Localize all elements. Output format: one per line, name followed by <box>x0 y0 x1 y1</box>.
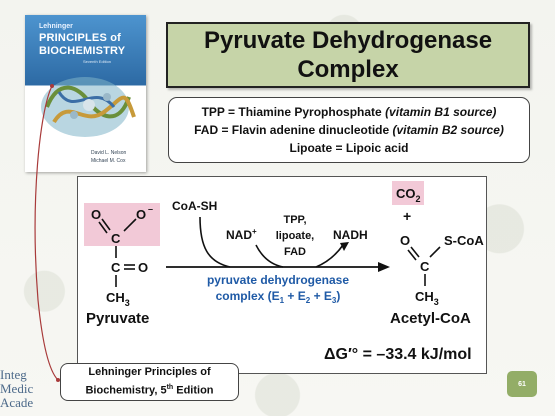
oxygen-left-label: O <box>91 207 101 222</box>
reaction-diagram: O O – C C O CH3 Pyruvate CoA-SH NAD+ TPP… <box>77 176 487 374</box>
definition-fad: FAD = Flavin adenine dinucleotide (vitam… <box>194 121 504 139</box>
citation-line2-edition: Edition <box>173 384 214 397</box>
nadh-label: NADH <box>333 228 368 242</box>
definition-fad-text: FAD = Flavin adenine dinucleotide <box>194 123 393 137</box>
book-title-line2: BIOCHEMISTRY <box>39 45 126 57</box>
book-edition: Seventh Edition <box>83 59 112 64</box>
co2-label: CO2 <box>396 186 421 204</box>
page-number-badge: 61 <box>507 371 537 397</box>
acetyl-carbon-label: C <box>420 259 430 274</box>
book-title-line1: PRINCIPLES of <box>39 32 122 44</box>
cofactor-definitions: TPP = Thiamine Pyrophosphate (vitamin B1… <box>168 97 530 163</box>
enzyme-name-line2: complex (E1 + E2 + E3) <box>216 289 341 305</box>
page-number: 61 <box>518 380 526 388</box>
book-author2: Michael M. Cox <box>91 158 126 164</box>
acetyl-s-bond <box>429 246 441 258</box>
definition-tpp: TPP = Thiamine Pyrophosphate (vitamin B1… <box>202 103 497 121</box>
citation-superscript: th <box>166 384 174 392</box>
book-cover-band <box>25 15 146 85</box>
logo-text-line3: Acade <box>0 395 34 410</box>
protein-structure-image <box>41 77 136 137</box>
nadh-curve-arrow <box>315 244 344 268</box>
double-bond-line-a <box>101 218 111 231</box>
cofactor-lipoate: lipoate, <box>276 230 315 242</box>
co2-highlight <box>392 181 424 205</box>
coa-curve-arrow <box>199 216 231 268</box>
carboxylate-highlight <box>84 203 160 246</box>
reaction-svg: O O – C C O CH3 Pyruvate CoA-SH NAD+ TPP… <box>84 181 484 363</box>
citation-line1: Lehninger Principles of <box>88 366 211 379</box>
logo-text-line2: Medic <box>0 381 34 396</box>
definition-tpp-note: (vitamin B1 source) <box>385 105 497 119</box>
methyl-label: CH3 <box>106 290 130 308</box>
carbon-keto-label: C <box>111 260 121 275</box>
coa-sh-label: CoA-SH <box>172 199 217 213</box>
logo-text-line1: Integ <box>0 367 27 382</box>
citation-box: Lehninger Principles of Biochemistry, 5t… <box>60 363 239 401</box>
citation-line2: Biochemistry, 5th Edition <box>85 380 213 399</box>
title-line2: Complex <box>297 56 399 83</box>
single-bond-line <box>123 218 137 232</box>
scoa-label: S-CoA <box>444 233 484 248</box>
acetyl-double-a <box>410 246 420 258</box>
delta-g-label: ΔG′° = –33.4 kJ/mol <box>324 346 472 363</box>
definition-lipoate-text: Lipoate = Lipoic acid <box>289 141 409 155</box>
carbon-carboxyl-label: C <box>111 231 121 246</box>
book-subtitle: Lehninger <box>39 23 73 30</box>
cofactor-fad: FAD <box>284 246 306 258</box>
plus-sign: + <box>403 208 411 224</box>
acetyl-double-b <box>407 249 417 261</box>
acetyl-coa-label: Acetyl-CoA <box>390 310 471 327</box>
pyruvate-label: Pyruvate <box>86 310 149 327</box>
oxygen-keto-label: O <box>138 260 148 275</box>
acetyl-methyl-label: CH3 <box>415 289 439 307</box>
nadh-arrowhead <box>340 242 349 251</box>
negative-charge-label: – <box>148 204 153 214</box>
cofactor-tpp: TPP, <box>283 214 306 226</box>
reaction-arrowhead <box>378 262 390 272</box>
nad-label: NAD+ <box>226 227 257 242</box>
acetyl-oxygen-label: O <box>400 233 410 248</box>
book-author1: David L. Nelson <box>91 150 127 156</box>
definition-fad-note: (vitamin B2 source) <box>392 123 504 137</box>
slide-title: Pyruvate Dehydrogenase Complex <box>166 22 530 88</box>
nad-curve-arrow <box>255 244 284 268</box>
definition-tpp-text: TPP = Thiamine Pyrophosphate <box>201 105 386 119</box>
enzyme-name-line1: pyruvate dehydrogenase <box>207 273 349 287</box>
textbook-cover-image: Lehninger PRINCIPLES of BIOCHEMISTRY Sev… <box>25 15 146 172</box>
double-bond-line-b <box>98 221 108 234</box>
citation-line2-text: Biochemistry, 5 <box>85 384 167 397</box>
definition-lipoate: Lipoate = Lipoic acid <box>289 139 408 157</box>
title-line1: Pyruvate Dehydrogenase <box>203 27 493 54</box>
oxygen-anion-label: O <box>136 207 146 222</box>
